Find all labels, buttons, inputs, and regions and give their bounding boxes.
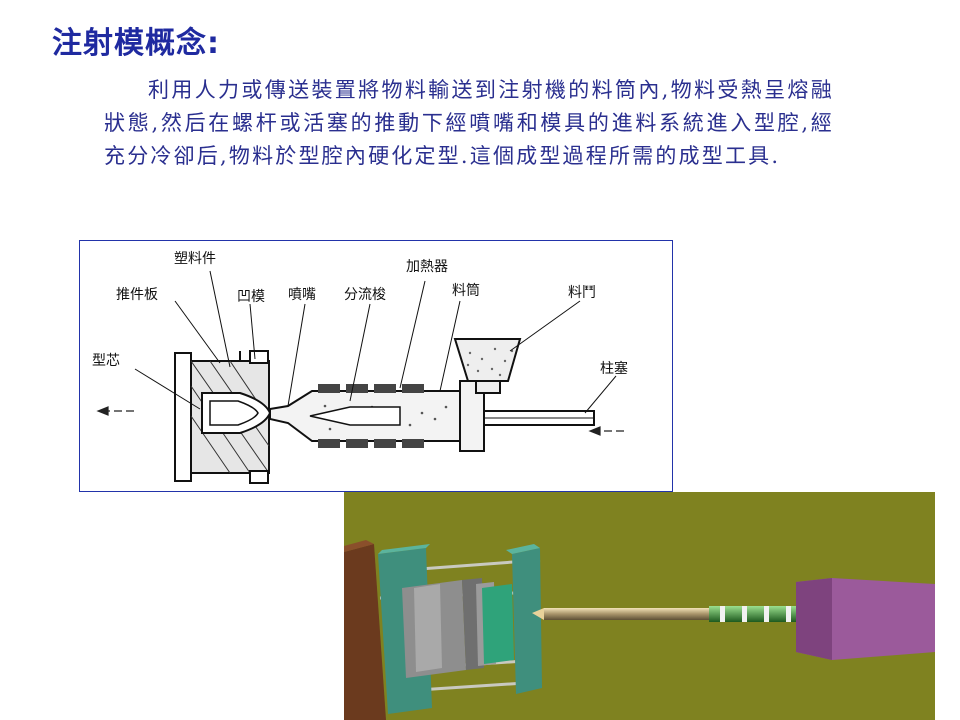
label-core: 型芯 [92, 353, 120, 369]
label-barrel: 料筒 [452, 282, 480, 299]
ejector-platen [174, 352, 192, 482]
injection-machine-3d-render [344, 492, 935, 720]
label-spreader: 分流梭 [344, 286, 386, 303]
barrel-assembly [269, 380, 595, 452]
label-nozzle: 噴嘴 [288, 287, 316, 303]
label-heater: 加熱器 [406, 259, 448, 275]
render-drawing [344, 492, 935, 720]
page-title: 注射模概念: [52, 26, 220, 61]
green-mold [482, 584, 514, 664]
label-plastic-part: 塑料件 [174, 251, 216, 267]
diagram-drawing: 塑料件 推件板 凹模 噴嘴 分流梭 加熱器 料筒 料鬥 型芯 柱塞 [92, 251, 628, 484]
nozzle-tip [532, 608, 544, 620]
label-cavity-die: 凹模 [237, 289, 265, 305]
injection-mold-diagram: 塑料件 推件板 凹模 噴嘴 分流梭 加熱器 料筒 料鬥 型芯 柱塞 [79, 240, 673, 492]
concept-paragraph: 利用人力或傳送裝置將物料輸送到注射機的料筒內,物料受熱呈熔融狀態,然后在螺杆或活… [104, 78, 834, 168]
label-plunger: 柱塞 [600, 360, 628, 377]
hopper [453, 338, 522, 394]
leader-lines [134, 270, 617, 414]
left-arrow [96, 406, 138, 416]
label-hopper: 料鬥 [568, 285, 596, 301]
mold-block [190, 350, 272, 484]
fixed-platen [512, 548, 542, 694]
brown-platen [344, 544, 386, 720]
right-arrow [588, 426, 626, 436]
label-ejector-plate: 推件板 [116, 287, 158, 303]
